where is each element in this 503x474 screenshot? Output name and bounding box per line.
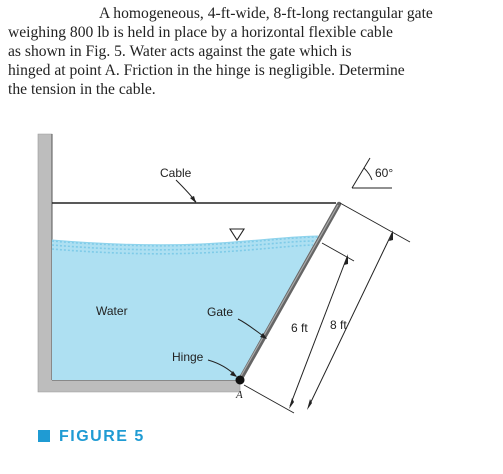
problem-line-3: as shown in Fig. 5. Water acts against t… (8, 43, 352, 60)
figure-caption: FIGURE 5 (38, 428, 145, 446)
water-surface-band (51, 236, 319, 255)
dim-6ft-ext-bottom (243, 384, 295, 414)
hinge-point (235, 375, 245, 385)
gate-plate-highlight (240, 204, 339, 377)
dim-6ft-line (289, 256, 348, 407)
water-surface-line (51, 235, 319, 246)
problem-line-5: the tension in the cable. (8, 81, 156, 98)
gate-leader-arrowhead (260, 333, 267, 339)
problem-line-1: A homogeneous, 4-ft-wide, 8-ft-long rect… (99, 5, 433, 22)
dim-8ft-arrow-bottom (307, 399, 312, 410)
problem-line-4: hinged at point A. Friction in the hinge… (8, 62, 405, 79)
depth-dimension-label: 6 ft (291, 321, 308, 335)
dim-6ft-arrow-bottom (289, 398, 294, 409)
angle-indicator (351, 157, 392, 189)
angle-arc (363, 167, 373, 181)
hinge-leader-arrowhead (230, 371, 237, 377)
water-label: Water (96, 304, 128, 318)
water-body (52, 236, 318, 380)
figure-caption-text: FIGURE 5 (59, 428, 145, 445)
cable-label: Cable (160, 166, 192, 180)
dim-6ft-arrow-top (344, 254, 348, 265)
angle-label: 60° (375, 166, 393, 180)
problem-line-2: weighing 800 lb is held in place by a ho… (8, 24, 393, 41)
dim-8ft-ext-top (339, 202, 411, 243)
dim-6ft-ext-top (321, 242, 355, 262)
caption-square-icon (38, 430, 50, 442)
length-dimension-label: 8 ft (330, 318, 347, 332)
dim-8ft-line (308, 232, 393, 407)
cable-leader-arrowhead (190, 196, 196, 203)
free-surface-symbol (228, 228, 246, 242)
gate-label: Gate (207, 305, 233, 319)
hinge-point-label: A (235, 389, 243, 401)
problem-statement: A homogeneous, 4-ft-wide, 8-ft-long rect… (8, 4, 495, 99)
hinge-label: Hinge (172, 350, 204, 364)
dim-8ft-arrow-top (389, 230, 393, 241)
